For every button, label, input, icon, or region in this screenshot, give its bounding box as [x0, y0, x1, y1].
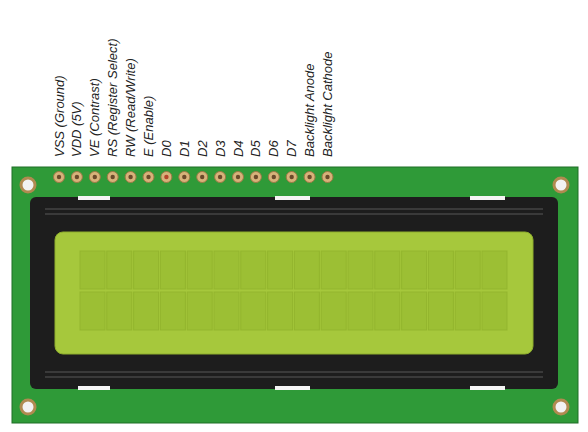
lcd-screen: [55, 232, 533, 354]
pcb-board: [12, 167, 578, 423]
pin-label: VE (Contrast): [87, 78, 102, 157]
bezel-lines: [45, 209, 543, 377]
pin-label: D4: [231, 140, 246, 157]
pin-label: VSS (Ground): [52, 75, 67, 157]
pin-label: Backlight Anode: [302, 64, 317, 157]
pin-label: D6: [266, 140, 281, 157]
pin-label: D3: [213, 140, 228, 157]
pin-label: E (Enable): [141, 96, 156, 157]
header-pins: [54, 172, 334, 183]
pin-label: D2: [195, 140, 210, 157]
character-cells: [80, 251, 507, 330]
pin-label: RS (Register Select): [105, 39, 120, 157]
pin-label: RW (Read/Write): [123, 58, 138, 157]
pin-label: D1: [177, 140, 192, 157]
pin-label: D5: [248, 140, 263, 157]
pin-label: Backlight Cathode: [320, 51, 335, 157]
display-bezel: [30, 197, 558, 389]
pin-label: D7: [284, 140, 299, 157]
pin-label: VDD (5V): [69, 101, 84, 157]
pin-label: D0: [159, 140, 174, 157]
mounting-holes: [21, 178, 568, 414]
bezel-tabs: [78, 196, 505, 390]
